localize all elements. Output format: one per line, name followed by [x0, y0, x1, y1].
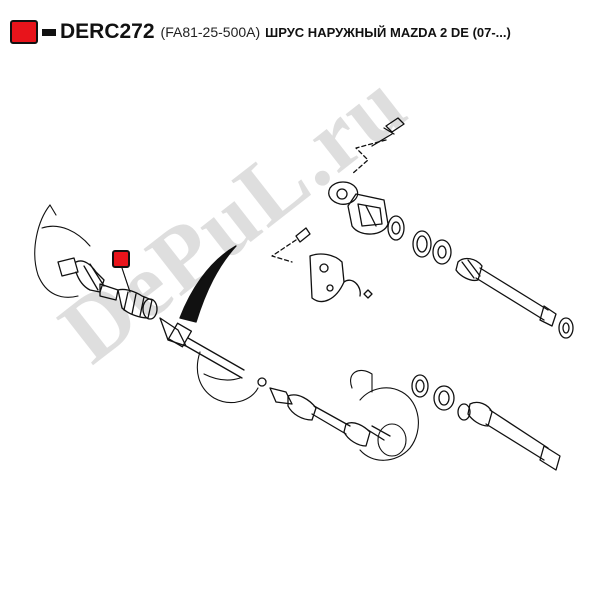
part-code: DERC272	[60, 20, 155, 43]
marker-icon	[10, 20, 38, 44]
lower-shaft	[257, 377, 391, 447]
bearing-bracket	[328, 181, 389, 235]
arrow-swoosh	[179, 245, 237, 323]
right-hub	[350, 370, 419, 461]
oem-number: (FA81-25-500A)	[160, 24, 261, 40]
upper-right-shaft	[455, 257, 574, 339]
upper-rings	[387, 215, 452, 265]
callout-leader	[121, 267, 131, 293]
main-shaft	[159, 317, 245, 379]
dash-icon	[42, 28, 56, 36]
lower-right-shaft	[411, 374, 561, 471]
upper-bolt	[371, 117, 405, 147]
dashed-leaders	[271, 139, 387, 263]
center-bracket	[295, 227, 373, 303]
header: DERC272 (FA81-25-500A) ШРУС НАРУЖНЫЙ MAZ…	[10, 18, 511, 46]
lower-knuckle	[196, 351, 259, 403]
part-title: ШРУС НАРУЖНЫЙ MAZDA 2 DE (07-...)	[265, 24, 511, 40]
left-knuckle	[34, 204, 91, 298]
outer-cv-joint	[57, 257, 158, 320]
part-callout-marker	[112, 250, 130, 268]
